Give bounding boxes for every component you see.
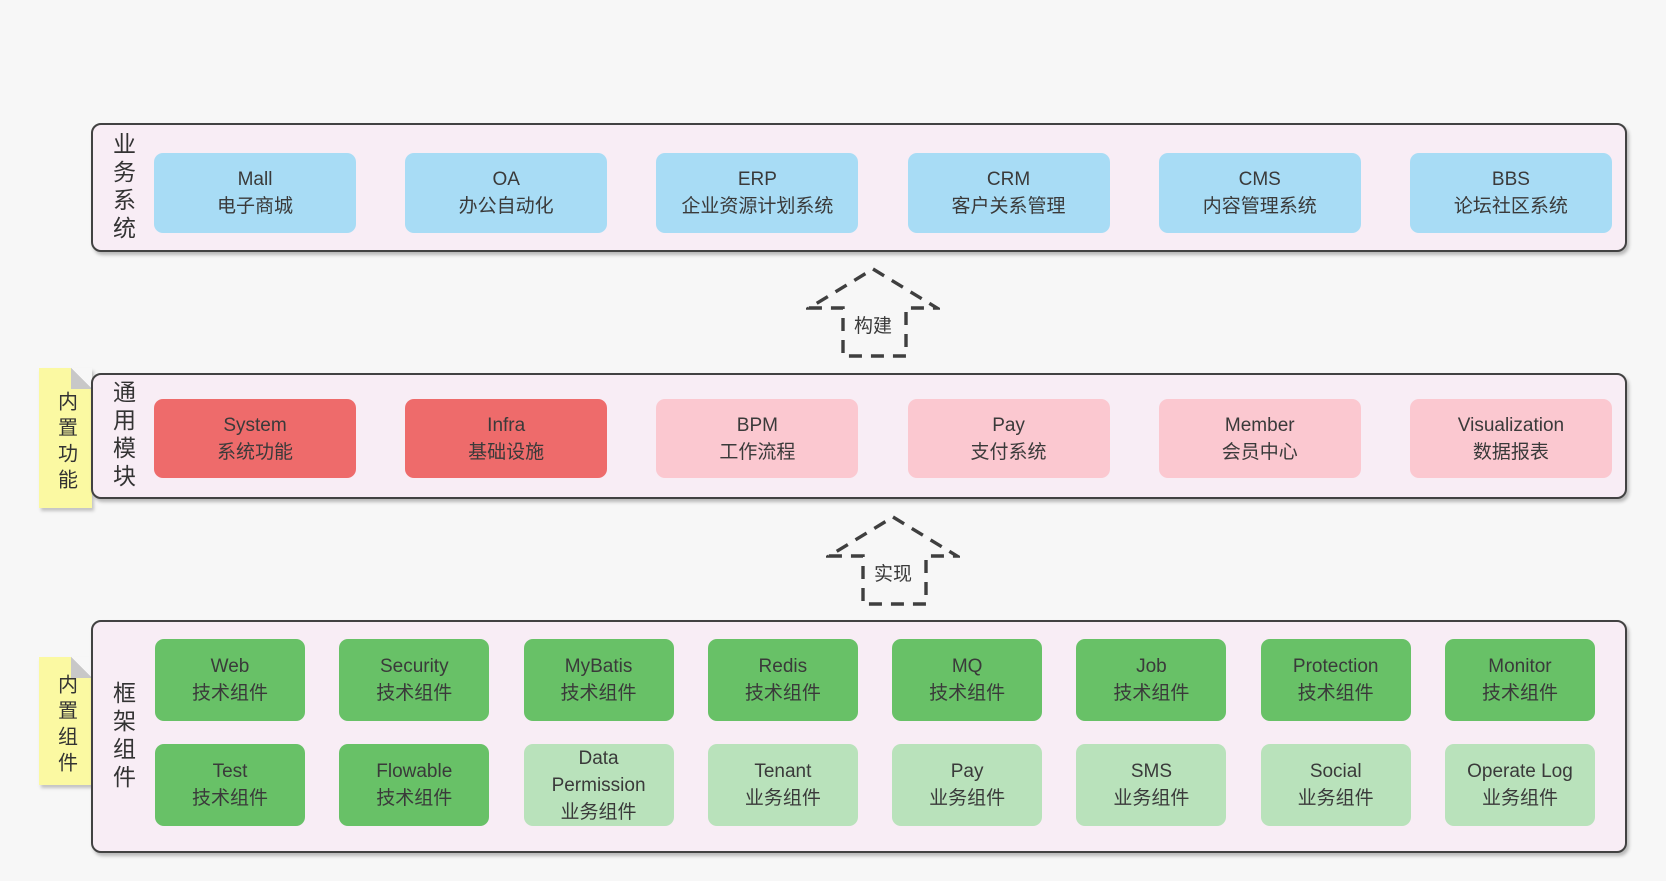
box-monitor: Monitor 技术组件 [1444,639,1595,721]
sticky-note-builtin-features-label: 内置功能 [54,391,77,495]
panel-modules-label-wrap: 通用模块 [93,375,151,497]
implement-arrow-label: 实现 [869,558,917,587]
box-mall: Mall 电子商城 [154,153,356,233]
panel-business-label: 业务系统 [109,131,136,244]
box-visualization: Visualization 数据报表 [1409,399,1612,478]
box-crm: CRM 客户关系管理 [907,153,1110,233]
framework-box-row-2: Test 技术组件 Flowable 技术组件 Data Permission … [155,744,1595,826]
business-box-row: Mall 电子商城 OA 办公自动化 ERP 企业资源计划系统 CRM 客户关系… [154,153,1612,233]
box-pay-module: Pay 支付系统 [907,399,1110,478]
box-protection: Protection 技术组件 [1260,639,1411,721]
sticky-note-builtin-components-label: 内置组件 [54,674,77,778]
box-sms: SMS 业务组件 [1076,744,1227,826]
sticky-note-builtin-components: 内置组件 [39,657,92,785]
panel-common-modules: 通用模块 System 系统功能 Infra 基础设施 BPM 工作流程 Pay… [91,373,1627,499]
box-pay-component: Pay 业务组件 [892,744,1043,826]
box-data-permission: Data Permission 业务组件 [523,744,674,826]
box-job: Job 技术组件 [1076,639,1227,721]
box-operate-log: Operate Log 业务组件 [1444,744,1595,826]
box-cms: CMS 内容管理系统 [1158,153,1361,233]
dashed-up-arrow-icon [826,515,960,606]
box-flowable: Flowable 技术组件 [339,744,490,826]
folded-corner-icon [71,368,92,389]
implement-arrow: 实现 [826,514,960,607]
box-member: Member 会员中心 [1158,399,1361,478]
box-system: System 系统功能 [154,399,356,478]
framework-box-row-1: Web 技术组件 Security 技术组件 MyBatis 技术组件 Redi… [155,639,1595,721]
panel-modules-label: 通用模块 [109,380,136,492]
panel-business-label-wrap: 业务系统 [93,125,151,250]
box-oa: OA 办公自动化 [405,153,608,233]
box-erp: ERP 企业资源计划系统 [656,153,859,233]
modules-box-row: System 系统功能 Infra 基础设施 BPM 工作流程 Pay 支付系统… [154,399,1612,478]
box-social: Social 业务组件 [1260,744,1411,826]
box-redis: Redis 技术组件 [707,639,858,721]
box-test: Test 技术组件 [155,744,305,826]
box-mybatis: MyBatis 技术组件 [523,639,674,721]
sticky-note-builtin-features: 内置功能 [39,368,92,508]
panel-framework-label: 框架组件 [109,680,136,793]
box-infra: Infra 基础设施 [405,399,608,478]
build-arrow: 构建 [806,266,940,359]
box-tenant: Tenant 业务组件 [707,744,858,826]
folded-corner-icon [71,657,92,678]
box-security: Security 技术组件 [339,639,490,721]
box-web: Web 技术组件 [155,639,305,721]
panel-framework-label-wrap: 框架组件 [93,622,151,851]
panel-framework-components: 框架组件 Web 技术组件 Security 技术组件 MyBatis 技术组件… [91,620,1627,853]
box-bpm: BPM 工作流程 [656,399,859,478]
panel-business-systems: 业务系统 Mall 电子商城 OA 办公自动化 ERP 企业资源计划系统 CRM… [91,123,1627,252]
box-mq: MQ 技术组件 [892,639,1043,721]
box-bbs: BBS 论坛社区系统 [1409,153,1612,233]
build-arrow-label: 构建 [849,310,897,339]
dashed-up-arrow-icon [806,267,940,358]
